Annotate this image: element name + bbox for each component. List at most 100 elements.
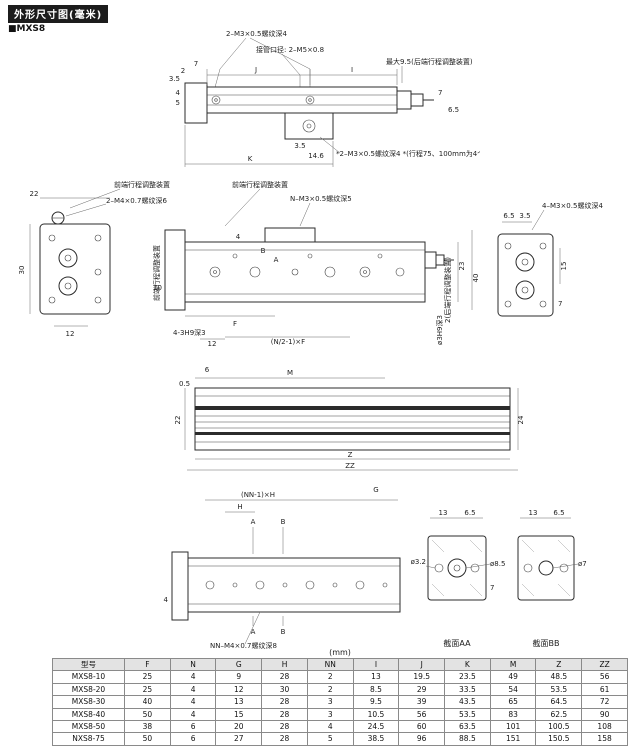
dim-cell: 13 (352, 670, 400, 684)
model-cell: MXS8-50 (52, 719, 125, 734)
dim-cell: 10.5 (352, 707, 400, 721)
dim-label: I (351, 66, 353, 74)
dim-cell: 49 (489, 670, 537, 684)
dim-label: ø8.5 (490, 560, 505, 568)
dim-cell: 60 (398, 719, 446, 734)
dim-label: 6.5 (448, 106, 459, 114)
dim-cell: 38 (124, 719, 171, 734)
dim-label: 6.5 (464, 509, 475, 517)
dim-label: 4 (236, 233, 241, 241)
column-header: H (261, 657, 308, 672)
dim-cell: 4 (169, 707, 217, 721)
dim-cell: 54 (489, 682, 537, 697)
dim-label: 6 (205, 366, 210, 374)
lower-side-view: (NN-1)×H G H A B 4 A B NN–M4×0.7螺纹深8 (164, 486, 401, 650)
front-adjuster-label: 前端行程调整装置 (232, 180, 288, 189)
column-header: F (124, 657, 171, 672)
dim-cell: 4 (169, 670, 217, 684)
column-header: ZZ (581, 657, 628, 672)
dim-cell: 108 (581, 719, 628, 734)
dim-label: 7 (558, 300, 562, 308)
dim-cell: 158 (581, 732, 628, 746)
dim-label: 12 (208, 340, 217, 348)
dim-cell: 2 (306, 682, 354, 697)
right-end-view: 4–M3×0.5螺纹深4 6.5 3.5 15 7 (497, 201, 603, 317)
column-header: K (444, 657, 491, 672)
column-header: J (398, 657, 446, 672)
dim-cell: 28 (261, 695, 308, 709)
dim-cell: 23.5 (444, 670, 491, 684)
dim-label: 3.5 (519, 212, 530, 220)
column-header: M (489, 657, 537, 672)
dim-label: 24 (517, 415, 525, 424)
dim-cell: 25 (124, 670, 171, 684)
dim-cell: 150.5 (535, 732, 583, 746)
hole-vertical-note: ø3H9深3 (435, 315, 444, 345)
column-header: Z (535, 657, 583, 672)
dim-cell: 48.5 (535, 670, 583, 684)
model-cell: MXS8-40 (52, 707, 125, 721)
dim-label: 22 (175, 416, 182, 425)
dim-cell: 90 (581, 707, 628, 721)
section-bb: 13 6.5 ø7 截面BB (517, 509, 587, 648)
dim-cell: 96 (398, 732, 446, 746)
column-header: NN (306, 657, 354, 672)
dim-label: 40 (472, 274, 480, 283)
body-outline (184, 82, 434, 140)
dim-cell: 100.5 (535, 719, 583, 734)
dim-cell: 9.5 (352, 695, 400, 709)
dim-cell: 88.5 (444, 732, 491, 746)
dim-label: 2 (181, 67, 185, 75)
figure-lower-view: (NN-1)×H G H A B 4 A B NN–M4×0.7螺纹深8 13 … (164, 486, 587, 650)
dim-cell: 33.5 (444, 682, 491, 697)
figure-bottom-view: 6 M 0.5 22 24 Z ZZ (175, 366, 525, 471)
dim-cell: 56 (398, 707, 446, 721)
dim-cell: 151 (489, 732, 537, 746)
dim-label: 5 (176, 99, 180, 107)
column-header: 型号 (52, 657, 125, 672)
dim-label: B (261, 247, 266, 255)
dim-cell: 30 (261, 682, 308, 697)
dim-cell: 28 (261, 719, 308, 734)
port-note: 接管口径: 2–M5×0.8 (256, 45, 324, 54)
dim-label: 3.5 (169, 75, 180, 83)
dim-label: B (281, 518, 286, 526)
dim-cell: 40 (124, 695, 171, 709)
dim-label: A (274, 256, 279, 264)
dimensions: J I 7 2 3.5 4 5 7 6.5 3.5 14.6 K *2–M3×0… (169, 60, 480, 167)
left-end-view: 前端行程调整装置 2–M4×0.7螺纹深6 22 30 12 (18, 180, 170, 338)
page-title: 外形尺寸图(毫米) (8, 5, 109, 23)
dim-cell: 19.5 (398, 670, 446, 684)
front-adjuster-vertical-label: 前端行程调整装置 (152, 245, 161, 301)
dim-label: 6.5 (503, 212, 514, 220)
section-aa-title: 截面AA (443, 638, 471, 648)
dim-cell: 4 (169, 682, 217, 697)
dim-cell: 24.5 (352, 719, 400, 734)
dim-cell: 8.5 (352, 682, 400, 697)
dim-cell: 83 (489, 707, 537, 721)
dim-cell: 6 (169, 719, 217, 734)
dim-label: G (373, 486, 378, 494)
dim-label: A (251, 518, 256, 526)
dim-label: 7 (438, 89, 442, 97)
dim-label: ZZ (345, 462, 355, 470)
rear-adjuster-vertical-label: 2(后端行程调整装置) (443, 257, 452, 323)
dim-cell: 15 (215, 707, 263, 721)
thread-star-note: *2–M3×0.5螺纹深4 *(行程75、100mm为4个螺纹孔) (336, 149, 480, 158)
dim-cell: 3 (306, 695, 354, 709)
dim-cell: 39 (398, 695, 446, 709)
thread-note: 2–M4×0.7螺纹深6 (106, 196, 167, 205)
dim-label: 12 (66, 330, 75, 338)
dim-label: F (233, 320, 237, 328)
dim-label: J (254, 66, 257, 74)
model-cell: MXS8-30 (52, 695, 125, 709)
max-stroke-note: 最大9.5(后端行程调整装置) (386, 57, 473, 66)
dim-label: A (251, 628, 256, 636)
dim-cell: 50 (124, 707, 171, 721)
dim-label: 14.6 (308, 152, 324, 160)
